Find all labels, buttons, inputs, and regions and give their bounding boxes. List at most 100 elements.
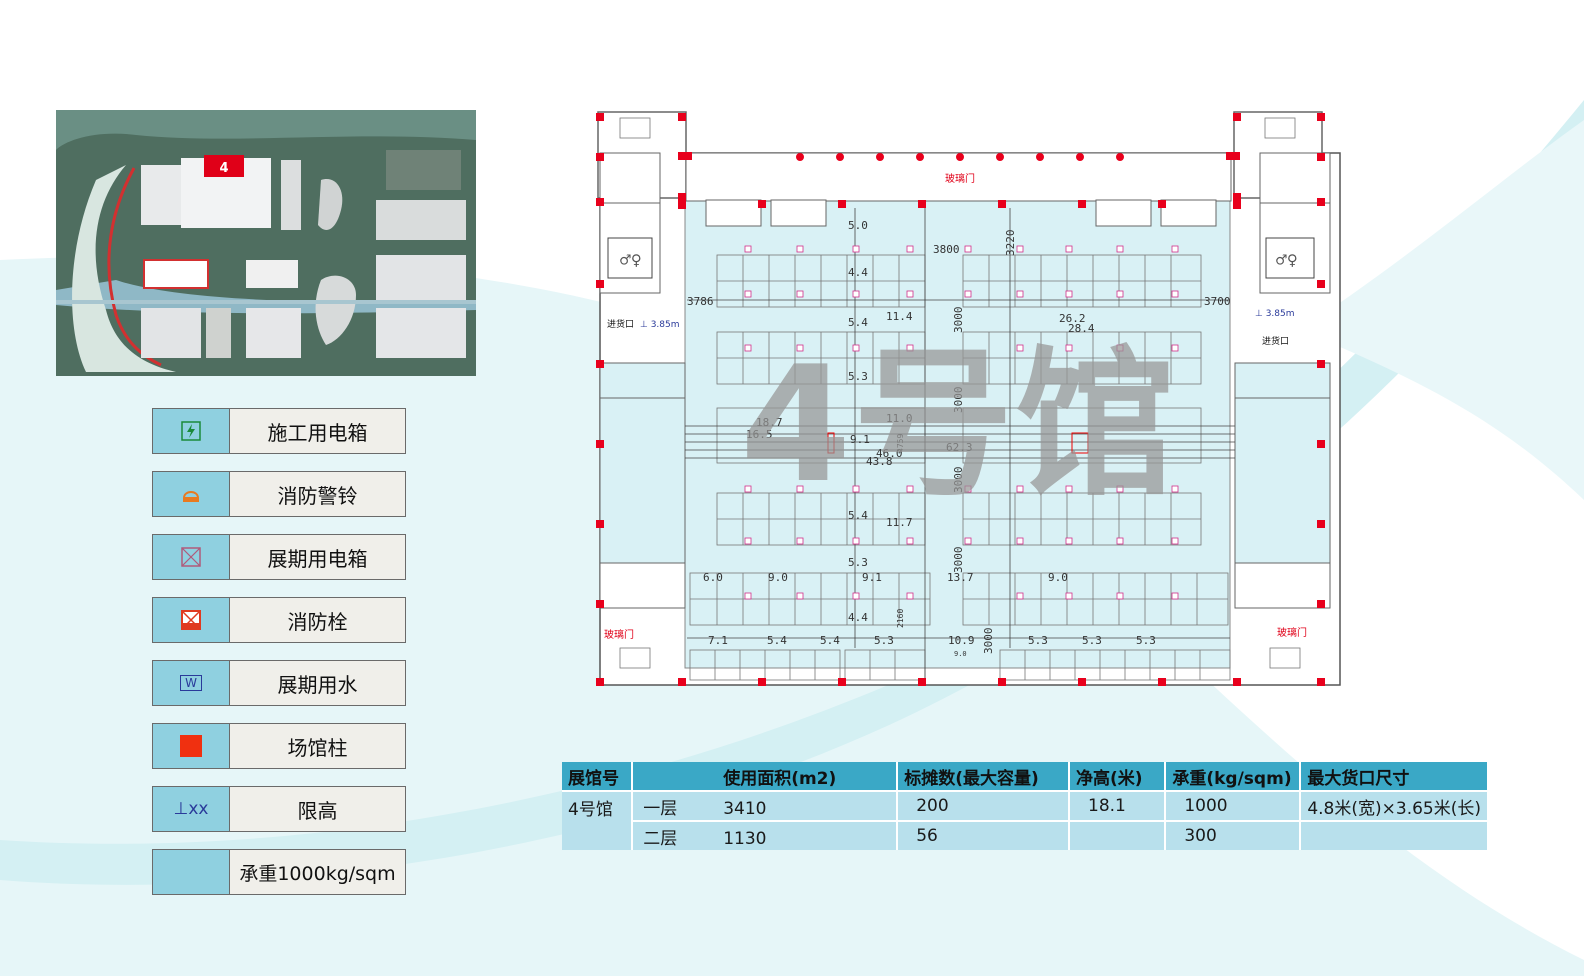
legend-label: 消防警铃 (230, 472, 405, 516)
dimension-label: 4759 (896, 434, 905, 453)
floor-plan: ♂♀ ♂♀ (590, 108, 1350, 698)
hall-cell: 4号馆 (562, 790, 634, 850)
legend-item-exhibition-power-box: 展期用电箱 (152, 534, 406, 580)
dimension-label: 2160 (896, 609, 905, 628)
dimension-label: 9.0 (1048, 571, 1068, 584)
legend-item-load-area: 承重1000kg/sqm (152, 849, 406, 895)
dimension-label: 13.7 (947, 571, 974, 584)
legend-label: 展期用水 (230, 661, 405, 705)
column-header: 净高(米) (1069, 762, 1167, 791)
dimension-label: 62.3 (946, 441, 973, 454)
dimension-label: 5.4 (820, 634, 840, 647)
dimension-label: 5.4 (767, 634, 787, 647)
legend-label: 限高 (230, 787, 405, 831)
legend-label: 展期用电箱 (230, 535, 405, 579)
hall-4-highlight (204, 155, 244, 177)
dimension-label: 3000 (952, 547, 965, 574)
load-area-swatch (153, 850, 230, 894)
dimension-label: 43.8 (866, 455, 893, 468)
loading-entrance-label: 进货口 (607, 318, 634, 330)
dimension-label: 5.3 (1082, 634, 1102, 647)
power-box-icon (153, 409, 230, 453)
legend-label: 施工用电箱 (230, 409, 405, 453)
dimension-label: 4.4 (848, 266, 868, 279)
dimension-label: 9.1 (862, 571, 882, 584)
legend-item-water-supply: W 展期用水 (152, 660, 406, 706)
glass-door-label: 玻璃门 (1277, 626, 1307, 639)
toilet-icon: ♂♀ (1276, 250, 1298, 271)
fire-bell-icon (153, 472, 230, 516)
column-header: 展馆号 (562, 762, 634, 791)
hall-marker: 4 (219, 161, 228, 176)
legend-label: 消防栓 (230, 598, 405, 642)
column-header: 最大货口尺寸 (1300, 762, 1489, 791)
glass-door-label: 玻璃门 (604, 628, 634, 641)
legend-item-height-limit: ⊥xx 限高 (152, 786, 406, 832)
hall-column-icon (153, 724, 230, 768)
height-limit-label: ⊥ 3.85m (1255, 309, 1295, 319)
dimension-label: 9.0 (954, 650, 967, 658)
dimension-label: 7.1 (708, 634, 728, 647)
dimension-label: 9.0 (768, 571, 788, 584)
dimension-label: 5.3 (1028, 634, 1048, 647)
dimension-label: 5.3 (848, 370, 868, 383)
dimension-label: 9.1 (850, 433, 870, 446)
glass-door-label: 玻璃门 (945, 172, 975, 185)
column-header: 使用面积(m2) (632, 762, 899, 791)
site-map: 4 (56, 110, 476, 376)
dimension-label: 5.3 (848, 556, 868, 569)
hall-spec-table: 展馆号 使用面积(m2) 标摊数(最大容量) 净高(米) 承重(kg/sqm) … (562, 762, 1489, 850)
booths-cell: 200 (897, 790, 1071, 821)
column-header: 标摊数(最大容量) (897, 762, 1071, 791)
dimension-label: 26.2 (1059, 312, 1086, 325)
dimension-label: 6.0 (703, 571, 723, 584)
dimension-label: 46.0 (876, 447, 903, 460)
dimension-label: 3000 (952, 387, 965, 414)
dimension-label: 5.4 (848, 316, 868, 329)
dimension-label: 4.4 (848, 611, 868, 624)
legend-label: 场馆柱 (230, 724, 405, 768)
height-limit-icon: ⊥xx (153, 787, 230, 831)
table-header-row: 展馆号 使用面积(m2) 标摊数(最大容量) 净高(米) 承重(kg/sqm) … (562, 762, 1489, 791)
dimension-label: 5.3 (874, 634, 894, 647)
legend-item-fire-bell: 消防警铃 (152, 471, 406, 517)
dimension-label: 3000 (952, 307, 965, 334)
exhibition-power-box-icon (153, 535, 230, 579)
dimension-label: 11.0 (886, 412, 913, 425)
dimension-label: 16.5 (746, 428, 773, 441)
dimension-label: 3000 (952, 467, 965, 494)
legend-item-fire-hydrant: 消防栓 (152, 597, 406, 643)
dimension-label: 3000 (982, 628, 995, 655)
dimension-label: 3786 (687, 295, 714, 308)
legend-label: 承重1000kg/sqm (230, 850, 405, 894)
dimension-label: 3800 (933, 243, 960, 256)
dimension-label: 5.4 (848, 509, 868, 522)
door-cell: 4.8米(宽)×3.65米(长) (1300, 790, 1489, 821)
dimension-label: 11.4 (886, 310, 913, 323)
load-cell: 300 (1165, 820, 1302, 850)
legend-item-hall-column: 场馆柱 (152, 723, 406, 769)
water-supply-icon: W (153, 661, 230, 705)
dimension-label: 10.9 (948, 634, 975, 647)
dimension-label: 5.0 (848, 219, 868, 232)
loading-entrance-label: 进货口 (1262, 335, 1289, 347)
legend-item-power-box: 施工用电箱 (152, 408, 406, 454)
door-cell (1300, 820, 1489, 850)
dimension-label: 11.7 (886, 516, 913, 529)
dimension-label: 3700 (1204, 295, 1231, 308)
height-cell: 18.1 (1069, 790, 1167, 821)
dimension-label: 28.4 (1068, 322, 1095, 335)
load-cell: 1000 (1165, 790, 1302, 821)
fire-hydrant-icon (153, 598, 230, 642)
dimension-label: 3220 (1004, 230, 1017, 257)
toilet-icon: ♂♀ (620, 250, 642, 271)
dimension-label: 18.7 (756, 416, 783, 429)
column-header: 承重(kg/sqm) (1165, 762, 1302, 791)
dimension-label: 5.3 (1136, 634, 1156, 647)
height-limit-label: ⊥ 3.85m (640, 320, 680, 330)
booths-cell: 56 (897, 820, 1071, 850)
